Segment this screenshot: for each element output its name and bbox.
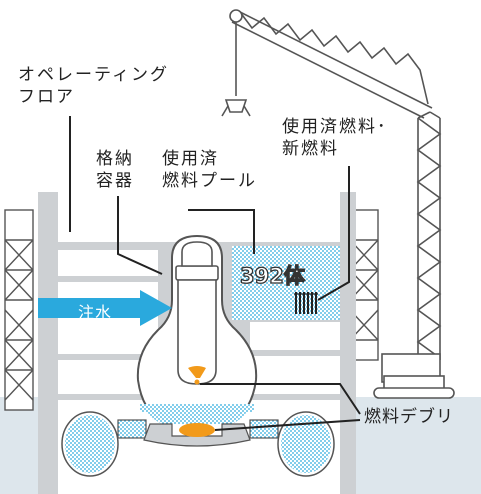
spent-new-fuel-label: 使用済燃料･ 新燃料 (282, 116, 388, 160)
crane (221, 9, 442, 360)
containment-line1: 格納 (96, 149, 134, 169)
reactor-pressure-vessel (175, 241, 219, 385)
suppression-chamber (59, 409, 337, 479)
fuel-debris-pool (179, 423, 215, 437)
left-scaffold (4, 209, 34, 411)
containment-label: 格納 容器 (96, 148, 134, 192)
spent-new-fuel-line2: 新燃料 (282, 139, 339, 159)
leader-lines (69, 116, 361, 431)
fuel-debris-leader-lower (214, 419, 361, 431)
fuel-rack-icon (294, 292, 318, 314)
water-injection-arrow (38, 290, 172, 326)
spent-fuel-pool-label: 使用済 燃料プール (162, 148, 257, 192)
water-injection-label: 注水 (78, 303, 113, 322)
pool-fuel-count: 392体 (239, 263, 305, 288)
operating-floor-line1: オペレーティング (18, 65, 169, 85)
fuel-debris-drip (188, 366, 206, 378)
spent-fuel-pool (232, 246, 340, 320)
fuel-debris-label: 燃料デブリ (364, 407, 454, 427)
spent-fuel-pool-leader (188, 209, 255, 254)
spent-new-fuel-leader (317, 166, 350, 301)
operating-floor-line2: フロア (18, 87, 75, 107)
spent-new-fuel-line1: 使用済燃料･ (282, 117, 388, 137)
containment-line2: 容器 (96, 171, 134, 191)
fuel-debris-leader-upper (200, 383, 361, 415)
spent-fuel-pool-line2: 燃料プール (162, 171, 257, 191)
crane-base (373, 353, 455, 399)
spent-fuel-pool-line1: 使用済 (162, 149, 219, 169)
containment-leader (117, 196, 163, 275)
operating-floor-label: オペレーティング フロア (18, 64, 169, 108)
